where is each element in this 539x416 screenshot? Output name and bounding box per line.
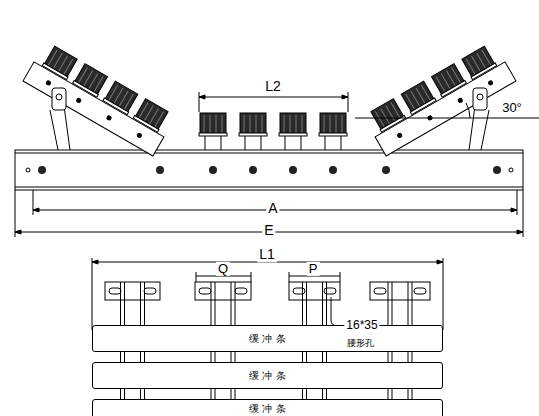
dimension-label: L2 (263, 79, 283, 94)
bar-label: 缓 冲 条 (249, 369, 285, 383)
dimension-label: A (266, 201, 279, 216)
buffer-bar: 缓 冲 条 (92, 362, 443, 389)
buffer-bar: 缓 冲 条 (92, 325, 443, 352)
dimension-label: P (307, 262, 320, 276)
dimension-label: E (262, 223, 275, 238)
bar-label: 缓 冲 条 (249, 402, 285, 416)
hole-size-label: 16*35 (344, 319, 379, 332)
dimension-label: L1 (257, 247, 277, 262)
hole-note: 腰形孔 (345, 339, 376, 349)
dimension-label: Q (216, 262, 230, 276)
bar-label: 缓 冲 条 (249, 332, 285, 346)
buffer-bar: 缓 冲 条 (92, 399, 443, 416)
angle-label: 30° (500, 101, 524, 115)
